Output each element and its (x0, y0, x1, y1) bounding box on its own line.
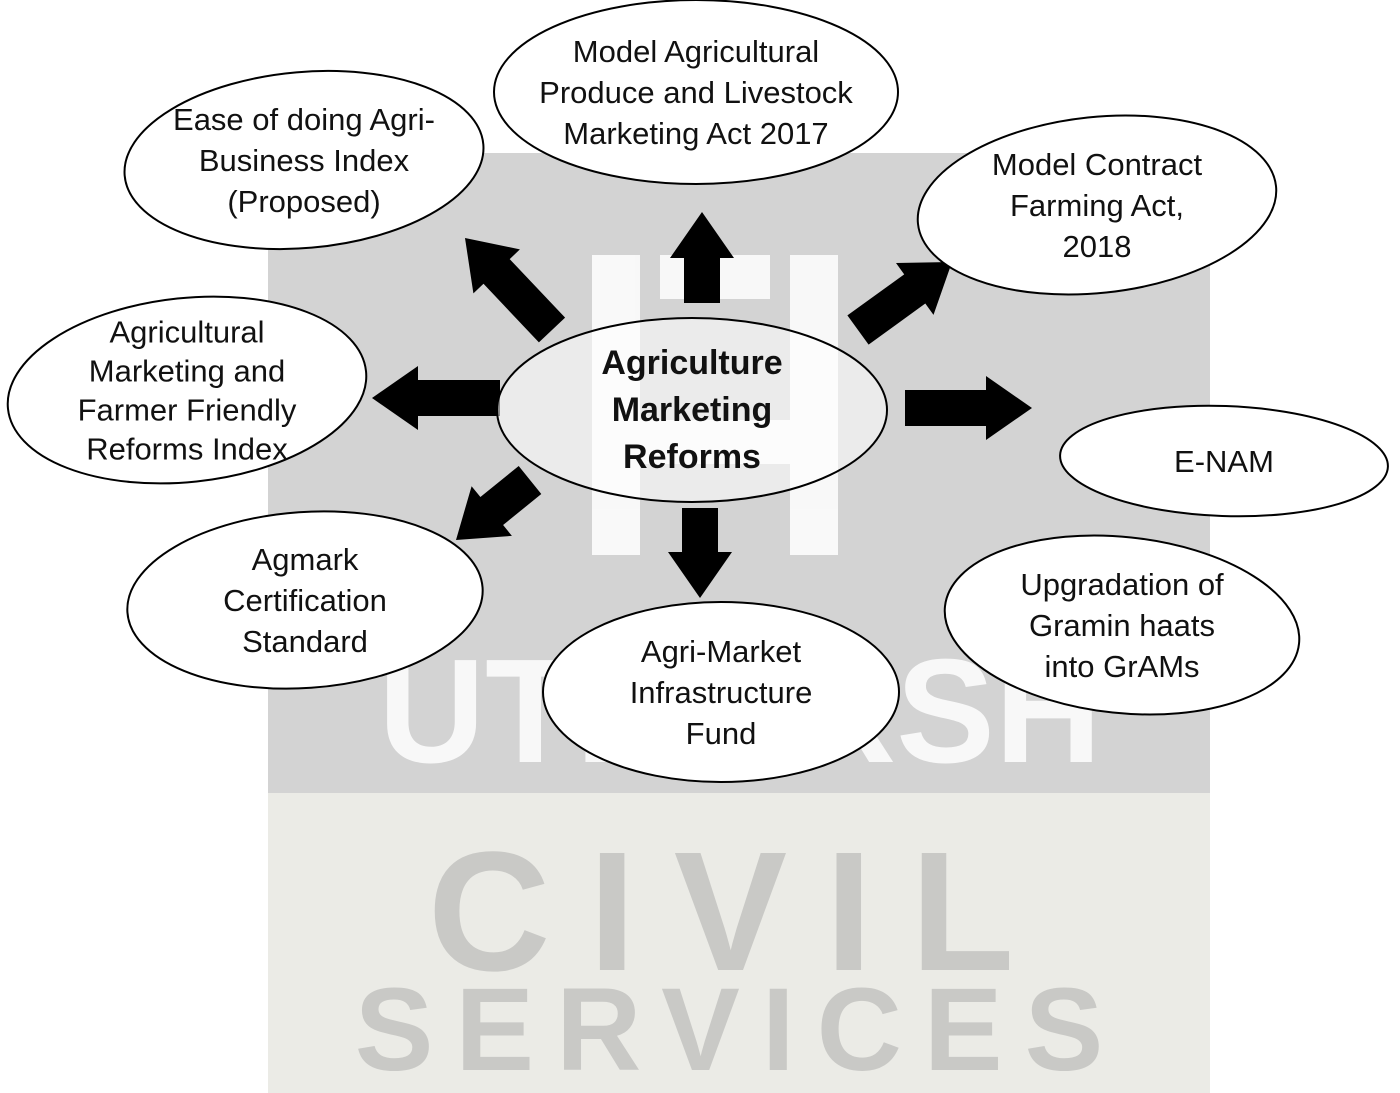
node-ellipse (123, 69, 485, 251)
node-label-line: (Proposed) (227, 184, 380, 219)
node-ellipse (1059, 404, 1389, 518)
node-ellipse (943, 534, 1301, 716)
node-label-line: Reforms Index (86, 432, 288, 467)
node-label-line: Upgradation of (1020, 567, 1224, 602)
arrow-to-e-nam (905, 376, 1032, 440)
watermark-bottom-panel (268, 793, 1210, 1093)
center-line-3: Reforms (623, 438, 761, 476)
node-ease-agri-business: Ease of doing Agri- Business Index (Propos… (123, 69, 485, 251)
arrow-to-agmark (456, 466, 542, 540)
center-ellipse (496, 317, 888, 503)
node-label-line: into GrAMs (1044, 649, 1199, 684)
node-ellipse (126, 510, 484, 690)
arrow-to-model-contract-farming (847, 262, 952, 345)
node-ellipse (916, 114, 1278, 296)
arrow-to-ease-agri-business (465, 238, 566, 343)
node-e-nam: E-NAM (1059, 404, 1389, 518)
node-label-line: Certification (223, 583, 387, 618)
node-ellipse (6, 295, 368, 485)
node-label-line: Produce and Livestock (539, 75, 853, 110)
center-line-2: Marketing (612, 391, 773, 429)
node-label-line: Fund (686, 716, 757, 751)
node-label-line: Model Contract (992, 147, 1203, 182)
node-label-line: 2018 (1063, 229, 1132, 264)
node-label-line: E-NAM (1174, 444, 1274, 479)
arrow-to-model-aplm-act (670, 212, 734, 303)
node-label-line: Standard (242, 624, 368, 659)
arrow-to-agri-market-fund (668, 508, 732, 598)
node-ellipse (542, 601, 900, 783)
node-label-line: Gramin haats (1029, 608, 1215, 643)
watermark-line3: SERVICES (355, 964, 1126, 1093)
node-label-line: Business Index (199, 143, 410, 178)
node-label-line: Farming Act, (1010, 188, 1184, 223)
node-label-line: Ease of doing Agri- (173, 102, 435, 137)
watermark-line2: CIVIL (428, 817, 1052, 1007)
center-node: Agriculture Marketing Reforms (496, 317, 888, 503)
node-label-line: Model Agricultural (573, 34, 819, 69)
node-label-line: Farmer Friendly (78, 393, 297, 428)
node-label-line: Agri-Market (641, 634, 802, 669)
node-label-line: Agricultural (109, 315, 264, 350)
node-label-line: Marketing Act 2017 (563, 116, 828, 151)
node-label-line: Marketing and (89, 354, 285, 389)
node-ellipse (493, 0, 899, 185)
center-line-1: Agriculture (601, 344, 782, 382)
node-label-line: Infrastructure (630, 675, 813, 710)
node-label-line: Agmark (252, 542, 359, 577)
node-gramin-haats: Upgradation of Gramin haats into GrAMs (943, 534, 1301, 716)
arrows (372, 212, 1032, 598)
arrow-to-amffri (372, 366, 500, 430)
